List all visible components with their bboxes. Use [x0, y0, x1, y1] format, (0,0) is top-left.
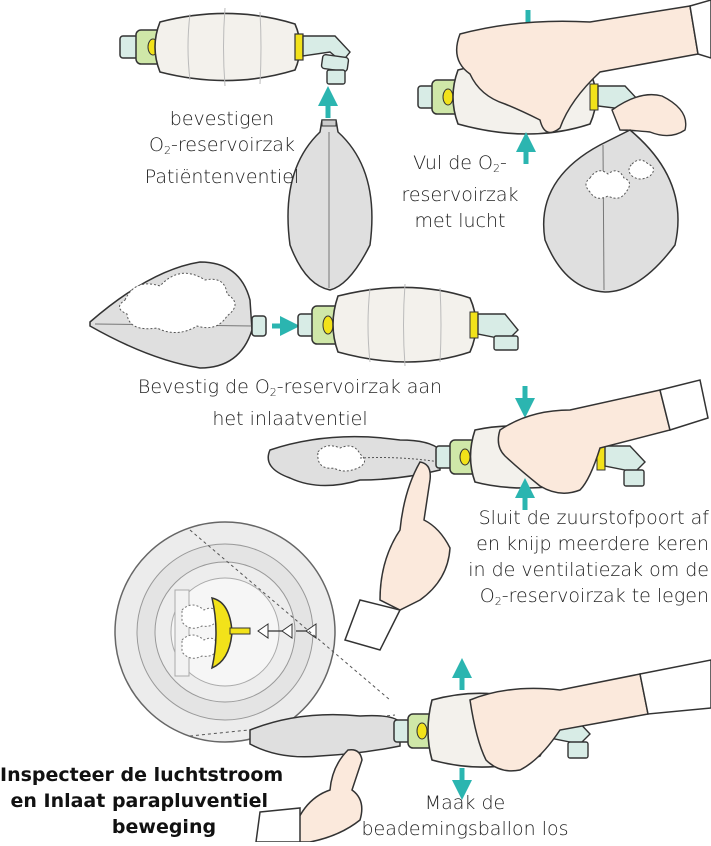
step6-line2: beademingsballon los — [360, 816, 570, 842]
step6-line1: Maak de — [360, 790, 570, 816]
step1-line1: bevestigen — [122, 106, 322, 132]
step3-line2: het inlaatventiel — [130, 406, 450, 432]
step1-bag-assembly — [120, 8, 350, 86]
step5-line2: en Inlaat parapluventiel — [0, 788, 268, 814]
step4-line3: in de ventilatiezak om de — [455, 557, 709, 583]
step4-hand-top — [498, 380, 708, 493]
step5-line3: beweging — [0, 814, 268, 840]
step2-line1: Vul de O2- — [400, 150, 520, 182]
step1-line3: Patiëntenventiel — [122, 164, 322, 190]
step1-caption: bevestigen O2-reservoirzak Patiëntenvent… — [122, 106, 322, 190]
step4-finger-hand — [345, 462, 450, 650]
step5-hand-on-bag — [470, 660, 711, 771]
step2-line2: reservoirzak — [400, 182, 520, 208]
step6-caption: Maak de beademingsballon los — [360, 790, 570, 842]
step4-line4: O2-reservoirzak te legen — [455, 583, 709, 615]
step3-line1: Bevestig de O2-reservoirzak aan — [130, 374, 450, 406]
step1-line2: O2-reservoirzak — [122, 132, 322, 164]
step3-bag-assembly — [298, 284, 518, 366]
step5-line1: Inspecteer de luchtstroom — [0, 762, 268, 788]
step3-reservoir — [90, 262, 266, 368]
step3-caption: Bevestig de O2-reservoirzak aan het inla… — [130, 374, 450, 432]
step2-line3: met lucht — [400, 208, 520, 234]
step2-reservoir-filling — [544, 130, 678, 292]
step4-line1: Sluit de zuurstofpoort af — [455, 505, 709, 531]
step2-caption: Vul de O2- reservoirzak met lucht — [400, 150, 520, 234]
step4-caption: Sluit de zuurstofpoort af en knijp meerd… — [455, 505, 709, 615]
step5-caption: Inspecteer de luchtstroom en Inlaat para… — [0, 762, 268, 840]
step4-line2: en knijp meerdere keren — [455, 531, 709, 557]
